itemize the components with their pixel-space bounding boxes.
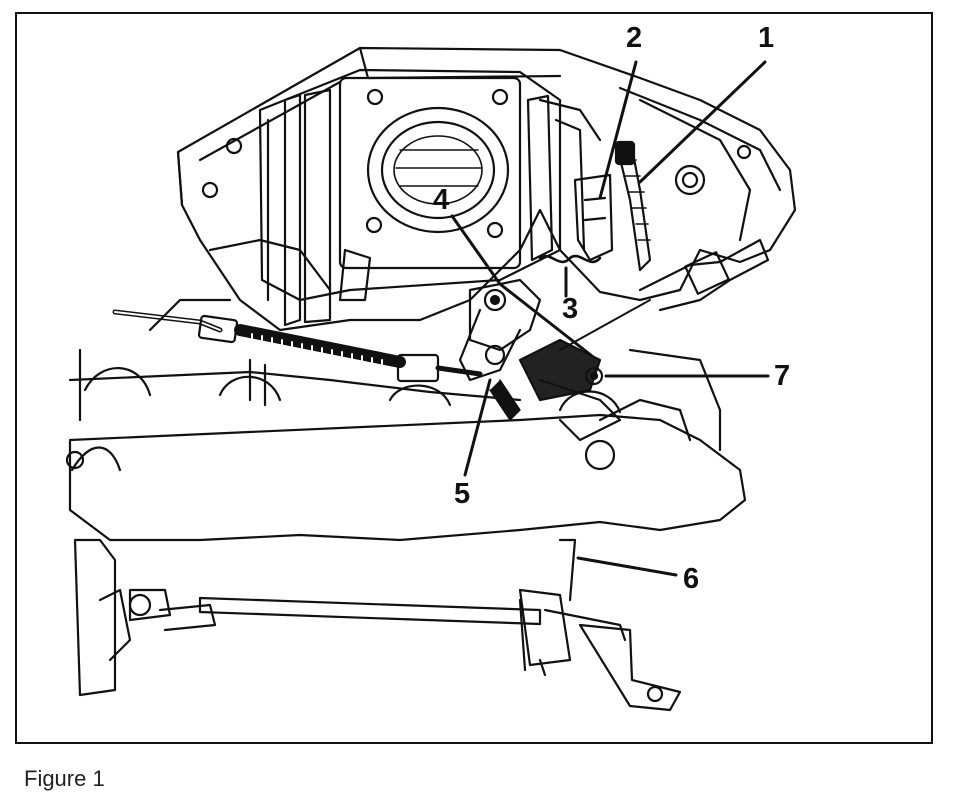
leader-line-2	[598, 60, 638, 200]
callout-5: 5	[454, 478, 471, 510]
callout-3: 3	[562, 293, 579, 325]
throttle-linkage	[458, 254, 622, 442]
intake-manifold-lower	[65, 298, 747, 542]
sensor-connector	[573, 140, 652, 272]
callout-1: 1	[758, 22, 775, 54]
callout-7: 7	[774, 360, 791, 392]
throttle-body	[208, 68, 586, 327]
leader-line-4	[450, 214, 594, 358]
lower-bracket-and-rod	[73, 538, 682, 712]
callout-2: 2	[626, 22, 643, 54]
leader-line-5	[463, 378, 492, 477]
callout-6: 6	[683, 563, 700, 595]
figure-caption: Figure 1	[24, 766, 105, 791]
leader-line-6	[576, 556, 678, 577]
callout-leader-lines	[450, 60, 770, 577]
leader-line-1	[638, 60, 767, 184]
accelerator-cable	[112, 309, 483, 383]
callout-4: 4	[433, 184, 450, 216]
intake-plenum	[176, 46, 797, 332]
